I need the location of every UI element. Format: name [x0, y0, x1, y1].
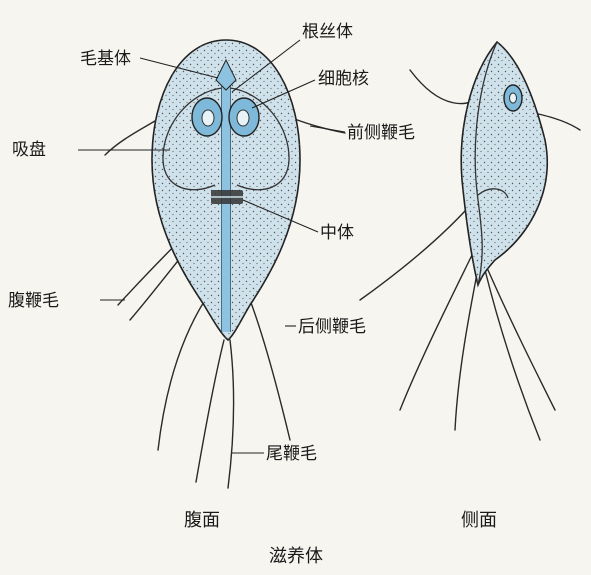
label-anterior-lateral-flagellum: 前侧鞭毛	[347, 123, 415, 143]
label-rhizoplast: 根丝体	[302, 22, 353, 42]
lateral-body-stipple	[461, 42, 548, 285]
lateral-disc-edge	[474, 41, 498, 286]
leader-basal-body	[139, 57, 219, 79]
lateral-posterior-flagellum-a	[399, 254, 473, 411]
caudal-flagellum-a	[195, 339, 225, 483]
anterior-lateral-flagellum-left	[104, 117, 161, 156]
label-nucleus: 细胞核	[318, 69, 369, 89]
leader-nucleus	[251, 79, 316, 109]
basal-body-cluster	[215, 58, 237, 91]
caption-ventral-view: 腹面	[184, 510, 220, 531]
labels: 毛基体 根丝体 细胞核 前侧鞭毛 吸盘 中体 腹鞭毛 后侧鞭毛 尾鞭毛 腹面 侧…	[8, 22, 497, 567]
leader-median-body	[242, 199, 319, 233]
sucking-disc-right	[229, 87, 290, 191]
diagram-title: 滋养体	[269, 546, 323, 567]
label-sucking-disc: 吸盘	[12, 140, 46, 160]
leader-anterior-lateral-flagellum	[309, 125, 346, 133]
nucleus-right-karyosome	[236, 109, 250, 127]
label-ventral-flagellum: 腹鞭毛	[8, 291, 59, 311]
lateral-posterior-flagellum-b	[454, 257, 481, 431]
label-basal-body: 毛基体	[80, 49, 131, 69]
lateral-view	[359, 40, 581, 441]
leader-lines	[78, 39, 346, 454]
caudal-flagellum-b	[227, 339, 235, 489]
nucleus-left-karyosome	[201, 109, 215, 127]
lateral-caudal-flagellum-b	[487, 269, 556, 411]
label-caudal-flagellum: 尾鞭毛	[266, 444, 317, 464]
lateral-nucleus-karyosome	[509, 92, 517, 104]
posterior-lateral-flagellum-left	[157, 299, 206, 451]
lateral-caudal-flagellum-a	[484, 269, 541, 441]
caption-lateral-view: 侧面	[461, 510, 497, 531]
posterior-lateral-flagellum-right	[249, 299, 291, 441]
ventral-view	[104, 39, 346, 489]
leader-rhizoplast	[231, 39, 301, 93]
label-posterior-lateral-flagellum: 后侧鞭毛	[298, 317, 366, 337]
sucking-disc-left	[162, 87, 223, 191]
lateral-ventral-flagellum	[359, 199, 476, 301]
axostyle-fill	[222, 80, 230, 332]
label-median-body: 中体	[320, 223, 354, 243]
lateral-median-body	[477, 188, 509, 199]
